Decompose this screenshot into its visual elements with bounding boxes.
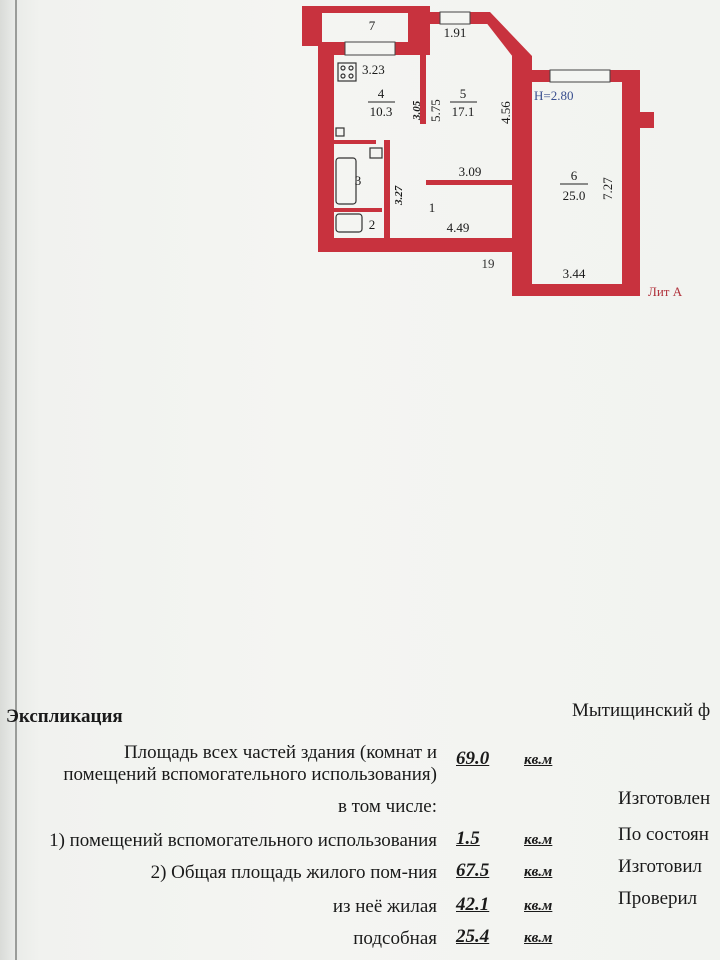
living-total-label: 2) Общая площадь жилого пом-ния [150, 862, 437, 883]
total-area-label-line1: Площадь всех частей здания (комнат и [123, 742, 437, 763]
dim-3-09: 3.09 [459, 164, 482, 179]
total-area-label-line2: помещений вспомогательного использования… [63, 764, 437, 785]
dim-3-44: 3.44 [563, 266, 586, 281]
side-item-checker: Проверил [618, 888, 698, 909]
room-6-number: 6 [571, 168, 578, 183]
floor-plan: 7 4 10.3 5 17.1 6 25.0 1 2 3 1.91 3.23 3.05 5.75 4.56 3… [302, 6, 683, 299]
windows [344, 11, 611, 83]
side-item-maker: Изготовил [618, 856, 702, 877]
room-5-area: 17.1 [452, 104, 475, 119]
total-area-unit: кв.м [524, 752, 553, 768]
room-3-number: 3 [355, 173, 362, 188]
lit-a-label: Лит А [648, 284, 683, 299]
auxiliary-area-label: 1) помещений вспомогательного использова… [49, 830, 437, 851]
room-7-number: 7 [369, 18, 376, 33]
fixtures [335, 62, 383, 233]
auxiliary-area-value: 1.5 [456, 828, 480, 849]
dim-4-49: 4.49 [447, 220, 470, 235]
utility-unit: кв.м [524, 930, 553, 946]
auxiliary-area-unit: кв.м [524, 832, 553, 848]
room-1-number: 1 [429, 200, 436, 215]
dim-3-27: 3.27 [393, 185, 405, 206]
dim-1-91: 1.91 [444, 25, 467, 40]
room-4-area: 10.3 [370, 104, 393, 119]
residential-unit: кв.м [524, 898, 553, 914]
paper-edge [15, 0, 17, 960]
residential-label: из неё жилая [332, 896, 437, 917]
total-area-value: 69.0 [456, 748, 490, 769]
utility-label: подсобная [353, 928, 437, 949]
utility-value: 25.4 [456, 926, 490, 947]
dim-7-27: 7.27 [600, 177, 615, 200]
room-4-number: 4 [378, 86, 385, 101]
dim-4-56: 4.56 [498, 101, 513, 124]
dim-3-23: 3.23 [362, 62, 385, 77]
room-6-area: 25.0 [563, 188, 586, 203]
door-number: 19 [482, 256, 495, 271]
side-item-made: Изготовлен [618, 788, 711, 809]
dim-3-05: 3.05 [411, 100, 423, 121]
explication-title: Экспликация [6, 706, 123, 727]
bti-org-name: Мытищинский ф [572, 700, 711, 721]
dim-5-75: 5.75 [428, 99, 443, 122]
living-total-value: 67.5 [456, 860, 490, 881]
ceiling-height: H=2.80 [534, 88, 573, 103]
including-label: в том числе: [337, 796, 437, 817]
residential-value: 42.1 [456, 894, 490, 915]
side-item-state: По состоян [618, 824, 709, 845]
room-5-number: 5 [460, 86, 467, 101]
room-2-number: 2 [369, 217, 376, 232]
living-total-unit: кв.м [524, 864, 553, 880]
